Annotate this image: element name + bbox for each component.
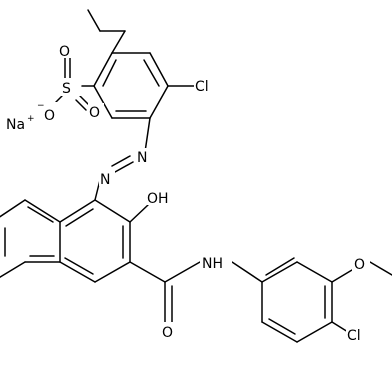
bond-cl3: [331, 321, 349, 333]
bond-o-me: [369, 261, 392, 276]
atom-labels: Cl S O O O − Na + N N OH NH O O Cl: [6, 42, 370, 344]
bond-c-ome: [331, 269, 353, 283]
bond-r3-e: [261, 321, 298, 343]
bond-c-oh: [129, 204, 149, 223]
bond-n-n2: [111, 155, 131, 167]
bond-r2-f2: [65, 208, 94, 227]
bond-s-o-right2: [75, 99, 87, 111]
atom-sodium: Na: [6, 117, 25, 133]
bonds: [0, 9, 392, 343]
atom-cl-ring1: Cl: [195, 79, 209, 95]
atom-n-azo-1: N: [137, 150, 147, 166]
bond-r2-c: [94, 261, 131, 283]
atom-o-sulfonyl-top: O: [59, 44, 70, 60]
bond-n-n: [114, 161, 134, 173]
bond-r3-b: [296, 261, 333, 283]
bond-r1-f: [93, 52, 113, 87]
bond-r2p-a: [24, 199, 61, 223]
bond-r3-e2: [268, 318, 296, 335]
bond-r2-a: [94, 199, 131, 223]
charge-minus: −: [37, 101, 45, 111]
bond-r2-d2: [64, 257, 94, 275]
bond-r3-d: [296, 321, 333, 343]
bond-r1-c: [149, 85, 169, 119]
bond-r2-d: [59, 261, 96, 283]
bond-r2-f: [59, 199, 96, 223]
bond-ring2-camide: [129, 261, 166, 283]
bond-r1-b2: [143, 59, 160, 87]
bond-r1-e: [93, 85, 113, 119]
atom-o-sulfonyl-right: O: [89, 105, 100, 121]
bond-r1-f2: [102, 59, 117, 87]
bond-r2p-i2: [27, 206, 54, 223]
bond-nh-ring3: [231, 261, 263, 283]
atom-n-azo-2: N: [100, 172, 110, 188]
bond-ethyl-ring: [111, 30, 126, 54]
bond-r3-a: [261, 261, 298, 283]
atom-o-sulfonate-minus: O: [44, 108, 55, 124]
bond-ethyl-ch3: [87, 9, 101, 32]
bond-r3-a2: [265, 257, 295, 276]
atom-hydroxyl: OH: [147, 191, 169, 207]
atom-amide-nh: NH: [202, 256, 223, 272]
charge-plus: +: [27, 114, 35, 124]
atom-cl-ring3: Cl: [347, 328, 361, 344]
bond-ring1-n: [144, 117, 151, 153]
atom-sulfur: S: [62, 81, 71, 97]
bond-c-nh: [164, 261, 201, 283]
atom-o-methoxy: O: [354, 257, 365, 273]
atom-o-carbonyl: O: [162, 325, 173, 341]
bond-r2p-b: [0, 199, 26, 218]
bond-r1-b: [149, 52, 169, 87]
bond-r2p-e: [0, 261, 26, 279]
